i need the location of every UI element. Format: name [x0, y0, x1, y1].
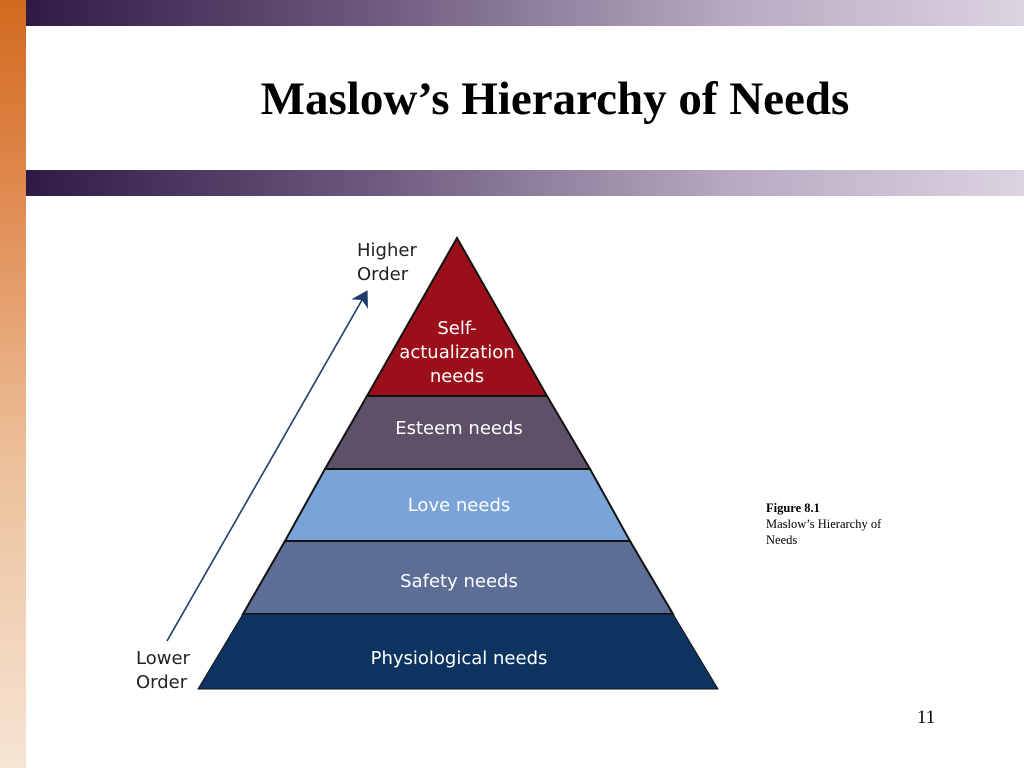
- esteem-needs-label: Esteem needs: [395, 418, 523, 439]
- title-divider-band: [26, 170, 1024, 196]
- page-number: 11: [917, 707, 936, 728]
- self-actualization-label-line-1: Self-: [437, 318, 476, 339]
- top-gradient-band: [26, 0, 1024, 26]
- lower-order-label-line-2: Order: [136, 672, 188, 693]
- self-actualization-label-line-2: actualization: [399, 342, 514, 363]
- slide-title: Maslow’s Hierarchy of Needs: [260, 73, 850, 125]
- love-needs-label: Love needs: [408, 495, 511, 516]
- safety-needs-label: Safety needs: [400, 571, 518, 592]
- physiological-needs-label: Physiological needs: [371, 648, 548, 669]
- figure-caption-label: Figure 8.1: [766, 501, 820, 515]
- pyramid-tier-physiological: [197, 613, 719, 690]
- higher-order-label-line-2: Order: [357, 264, 409, 285]
- higher-order-label-line-1: Higher: [357, 240, 417, 261]
- figure-caption: Figure 8.1 Maslow’s Hierarchy of Needs: [766, 500, 891, 548]
- order-arrow: [166, 290, 368, 642]
- self-actualization-label-line-3: needs: [430, 366, 484, 387]
- lower-order-label-line-1: Lower: [136, 648, 191, 669]
- left-accent-strip: [0, 0, 26, 768]
- figure-caption-text: Maslow’s Hierarchy of Needs: [766, 517, 882, 547]
